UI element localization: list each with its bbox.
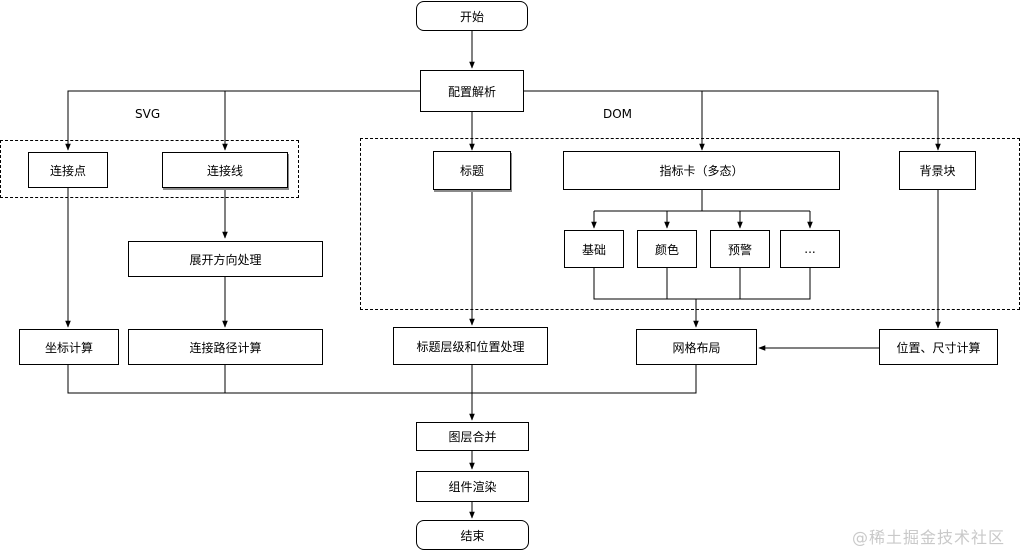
more-card-node: ... xyxy=(780,230,840,268)
svg-group-label: SVG xyxy=(135,107,161,121)
metric-card-node: 指标卡（多态） xyxy=(563,151,840,190)
edge-cards-merge xyxy=(593,268,811,300)
grid-layout-node: 网格布局 xyxy=(636,329,757,365)
edge-bottom-merge xyxy=(67,365,697,394)
edge-config-bgblock xyxy=(524,90,941,151)
svg-group xyxy=(0,140,299,198)
watermark-text: @稀土掘金技术社区 xyxy=(852,528,1006,547)
connector-path-calc-node: 连接路径计算 xyxy=(128,329,323,365)
dom-group xyxy=(360,138,1020,310)
start-node: 开始 xyxy=(416,1,528,31)
connector-line-node: 连接线 xyxy=(162,152,288,188)
warning-card-node: 预警 xyxy=(710,230,770,268)
layer-merge-node: 图层合并 xyxy=(416,422,529,451)
dom-group-label: DOM xyxy=(603,107,633,121)
end-node: 结束 xyxy=(416,520,529,550)
title-layer-position-node: 标题层级和位置处理 xyxy=(393,327,548,365)
component-render-node: 组件渲染 xyxy=(416,471,529,502)
basic-card-node: 基础 xyxy=(564,230,624,268)
background-block-node: 背景块 xyxy=(899,151,976,190)
coordinate-calc-node: 坐标计算 xyxy=(19,329,119,365)
config-parse-node: 配置解析 xyxy=(420,70,524,112)
edge-config-anchor xyxy=(65,90,420,151)
color-card-node: 颜色 xyxy=(637,230,697,268)
anchor-point-node: 连接点 xyxy=(28,152,108,188)
position-size-calc-node: 位置、尺寸计算 xyxy=(879,329,998,365)
title-node: 标题 xyxy=(433,151,511,190)
expand-direction-node: 展开方向处理 xyxy=(128,241,323,277)
